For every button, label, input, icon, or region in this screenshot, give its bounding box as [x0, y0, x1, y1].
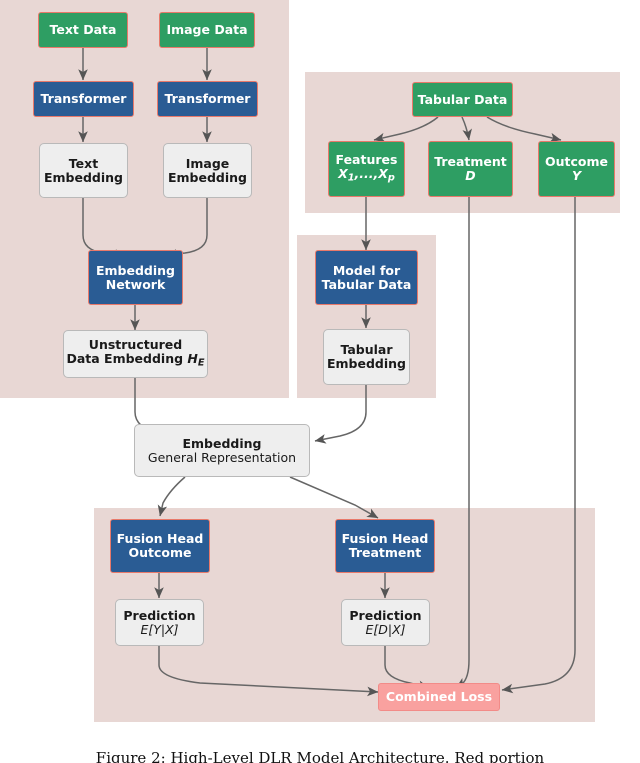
node-image-embedding[interactable]: Image Embedding [163, 143, 252, 198]
node-tabular-embedding[interactable]: Tabular Embedding [323, 329, 410, 385]
node-embedding-general-line2: General Representation [147, 449, 297, 465]
node-unstructured-line2-text: Data Embedding [66, 351, 184, 367]
node-fusion-treatment-line2: Treatment [348, 545, 422, 560]
node-model-tabular-line1: Model for [332, 262, 401, 278]
node-tabular-data[interactable]: Tabular Data [412, 82, 513, 117]
node-unstructured-line2: Data Embedding HE [66, 352, 204, 370]
node-image-data-label: Image Data [166, 22, 248, 37]
node-prediction-outcome-line1: Prediction [123, 607, 196, 623]
node-model-tabular-line2: Tabular Data [321, 276, 412, 292]
node-treatment[interactable]: Treatment D [428, 141, 513, 197]
node-unstructured-line1: Unstructured [88, 337, 183, 353]
node-image-transformer-label: Transformer [164, 91, 251, 106]
node-combined-loss[interactable]: Combined Loss [378, 683, 500, 711]
node-features[interactable]: Features X1,...,Xp [328, 141, 405, 197]
node-treatment-line1: Treatment [434, 154, 507, 169]
node-text-data[interactable]: Text Data [38, 12, 128, 48]
node-prediction-treatment[interactable]: Prediction E[D|X] [341, 599, 430, 646]
node-text-transformer-label: Transformer [40, 91, 127, 106]
node-outcome-line1: Outcome [544, 154, 608, 169]
node-fusion-outcome-line1: Fusion Head [116, 531, 204, 546]
node-prediction-outcome[interactable]: Prediction E[Y|X] [115, 599, 204, 646]
node-text-embedding[interactable]: Text Embedding [39, 143, 128, 198]
node-text-data-label: Text Data [49, 22, 117, 37]
node-image-embedding-line1: Image [185, 155, 230, 171]
node-treatment-line2: D [465, 168, 476, 183]
node-text-embedding-line2: Embedding [43, 169, 124, 185]
node-unstructured-symbol: H [187, 351, 198, 367]
node-features-mid: ,..., [354, 166, 379, 182]
node-features-line2: X1,...,Xp [338, 167, 395, 185]
node-fusion-head-treatment[interactable]: Fusion Head Treatment [335, 519, 435, 573]
node-fusion-treatment-line1: Fusion Head [341, 531, 429, 546]
node-image-transformer[interactable]: Transformer [157, 81, 258, 117]
node-features-sub2: p [387, 172, 395, 184]
node-image-embedding-line2: Embedding [167, 169, 248, 185]
node-prediction-treatment-line1: Prediction [349, 607, 422, 623]
node-text-transformer[interactable]: Transformer [33, 81, 134, 117]
node-prediction-outcome-line2: E[Y|X] [140, 621, 179, 637]
node-features-line1: Features [335, 152, 398, 168]
node-unstructured-symbol-sub: E [197, 357, 205, 369]
figure-caption: Figure 2: High-Level DLR Model Architect… [95, 749, 545, 763]
node-image-data[interactable]: Image Data [159, 12, 255, 48]
node-embedding-general-line1: Embedding [182, 435, 262, 451]
node-features-var2: X [378, 166, 388, 182]
node-tabular-data-label: Tabular Data [417, 91, 508, 107]
node-outcome-line2: Y [571, 168, 582, 183]
node-text-embedding-line1: Text [68, 155, 99, 171]
node-model-for-tabular-data[interactable]: Model for Tabular Data [315, 250, 418, 305]
node-features-sub1: 1 [347, 172, 355, 184]
node-outcome[interactable]: Outcome Y [538, 141, 615, 197]
node-embedding-general-representation[interactable]: Embedding General Representation [134, 424, 310, 477]
node-tabular-embedding-line2: Embedding [326, 356, 407, 371]
node-prediction-treatment-line2: E[D|X] [365, 621, 406, 637]
node-embedding-network[interactable]: Embedding Network [88, 250, 183, 305]
node-combined-loss-label: Combined Loss [385, 689, 493, 704]
node-embedding-network-line2: Network [105, 276, 166, 292]
node-fusion-head-outcome[interactable]: Fusion Head Outcome [110, 519, 210, 573]
node-tabular-embedding-line1: Tabular [340, 342, 393, 357]
node-unstructured-data-embedding[interactable]: Unstructured Data Embedding HE [63, 330, 208, 378]
node-embedding-network-line1: Embedding [95, 262, 176, 278]
node-features-var1: X [338, 166, 348, 182]
node-fusion-outcome-line2: Outcome [128, 545, 192, 560]
